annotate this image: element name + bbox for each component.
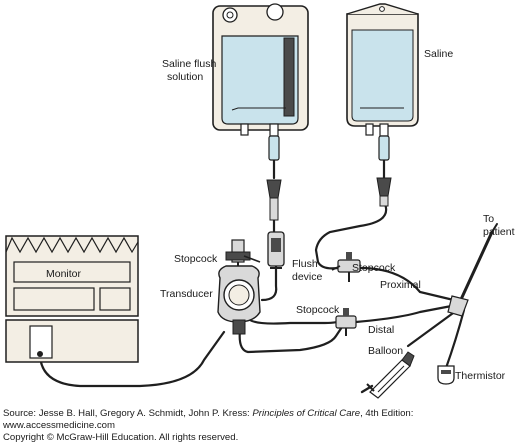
catheter-hub <box>447 295 469 317</box>
tubing-lines <box>38 126 466 388</box>
label-flush-device-line2: device <box>292 271 323 283</box>
caption-source-suffix: , 4th Edition: <box>360 408 414 419</box>
stopcock-transducer-assembly <box>217 239 261 335</box>
label-flush-device-line1: Flush <box>292 258 318 270</box>
caption-source-prefix: Source: Jesse B. Hall, Gregory A. Schmid… <box>3 408 253 419</box>
stopcock-distal <box>335 308 357 336</box>
stopcock-proximal <box>331 252 361 282</box>
transducer-loop-tubing <box>238 322 346 354</box>
thermistor-connector <box>437 365 455 385</box>
proximal-lumen <box>358 266 464 304</box>
caption-source: Source: Jesse B. Hall, Gregory A. Schmid… <box>3 408 518 420</box>
monitor-cable <box>38 330 226 388</box>
label-monitor: Monitor <box>46 268 82 280</box>
distal-lumen <box>354 302 464 324</box>
roller-clamp-saline <box>376 177 392 207</box>
caption-copyright: Copyright © McGraw-Hill Education. All r… <box>3 432 239 443</box>
label-to-patient-line1: To <box>483 213 495 225</box>
flush-device-to-transducer <box>260 262 278 302</box>
thermistor-lead <box>444 308 466 370</box>
flush-device <box>267 231 285 269</box>
label-proximal: Proximal <box>380 279 421 291</box>
catheter-body <box>456 223 498 308</box>
label-distal: Distal <box>368 324 395 336</box>
label-stopcock-proximal: Stopcock <box>352 262 396 274</box>
monitor <box>5 235 139 363</box>
balloon-syringe <box>360 351 415 399</box>
label-saline: Saline <box>424 48 454 60</box>
label-stopcock-distal: Stopcock <box>296 304 340 316</box>
label-saline-flush-solution-line2: solution <box>167 71 204 83</box>
label-saline-flush-solution-line1: Saline flush <box>162 58 217 70</box>
label-to-patient-line2: patient <box>483 226 515 238</box>
pressure-gauge-icon <box>222 7 238 23</box>
saline-line-to-stopcock <box>314 194 388 270</box>
bag-hanger-hole-icon <box>266 3 284 21</box>
label-balloon: Balloon <box>368 345 404 357</box>
caption-website: www.accessmedicine.com <box>3 420 115 431</box>
roller-clamp-flush <box>266 179 282 221</box>
label-thermistor: Thermistor <box>455 370 506 382</box>
label-stopcock-transducer: Stopcock <box>174 253 218 265</box>
saline-bag <box>346 3 419 161</box>
label-transducer: Transducer <box>160 288 213 300</box>
caption-book-title: Principles of Critical Care <box>252 408 361 419</box>
saline-flush-bag <box>212 3 309 161</box>
transducer-to-stopcock-tubing <box>248 318 344 325</box>
